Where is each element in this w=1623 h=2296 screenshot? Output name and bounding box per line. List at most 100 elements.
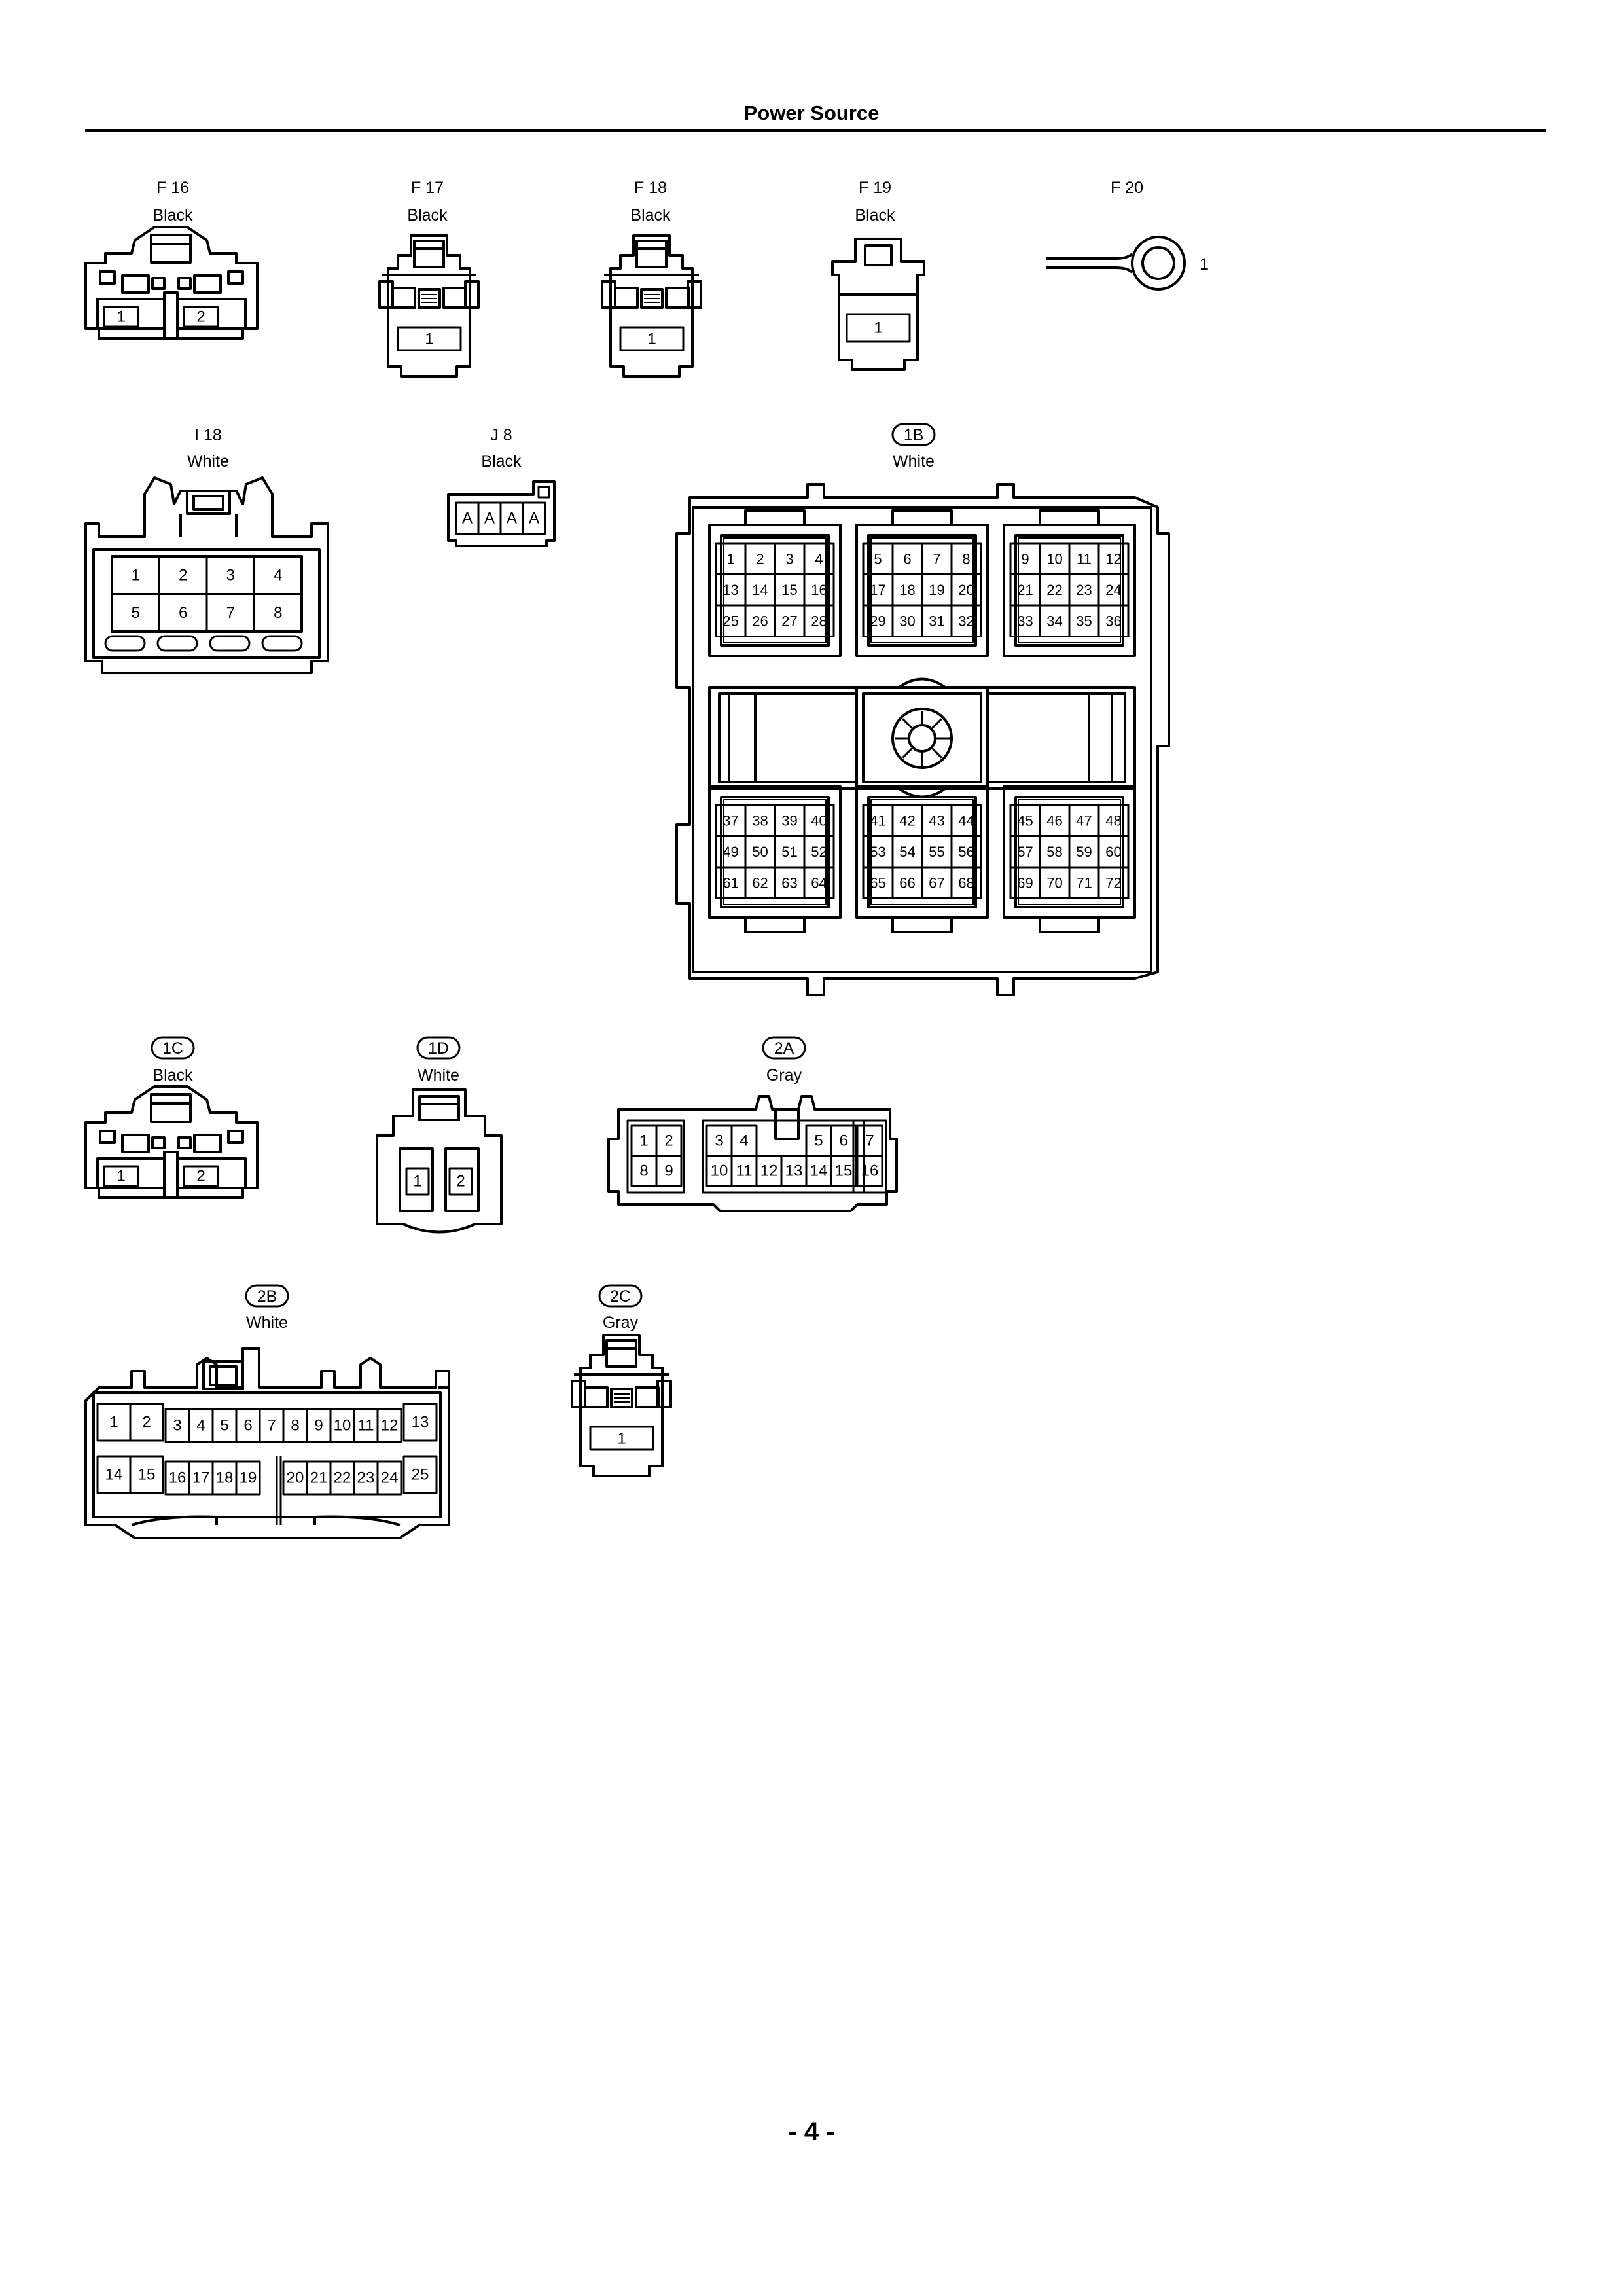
pin-label: 1: [647, 331, 656, 348]
pin-label: 10: [1046, 550, 1062, 567]
pin-label: 2: [142, 1414, 151, 1431]
pin-label: 18: [216, 1469, 234, 1487]
pin-label: 12: [381, 1417, 399, 1435]
connector-F20: 1: [1046, 236, 1209, 291]
connector-code-badge: 2B: [257, 1287, 277, 1306]
pin-label: 1: [1200, 255, 1209, 274]
pin-label: 12: [760, 1162, 778, 1180]
pin-label: 1: [116, 1168, 125, 1185]
connector-code-badge: 2A: [774, 1039, 794, 1058]
pin-label: 38: [752, 812, 768, 829]
connector-color: Black: [855, 206, 895, 224]
connector-code-badge: 2C: [610, 1287, 631, 1306]
connector-code: F 17: [411, 179, 444, 197]
pin-label: 7: [226, 604, 235, 622]
pin-label: 64: [811, 874, 827, 891]
pin-label: 42: [899, 812, 915, 829]
pin-label: 1: [617, 1430, 626, 1448]
pin-label: 13: [722, 582, 738, 598]
pin-label: 61: [722, 874, 738, 891]
pin-label: 14: [810, 1162, 828, 1180]
pin-label: 14: [752, 582, 768, 598]
connector-code: I 18: [194, 426, 222, 444]
pin-label: 5: [220, 1417, 228, 1435]
pin-label: 8: [639, 1162, 648, 1180]
pin-label: 54: [899, 844, 915, 860]
pin-label: 40: [811, 812, 827, 829]
pin-label: 58: [1046, 844, 1062, 860]
connector-code-badge: 1D: [428, 1039, 449, 1058]
pin-label: 15: [138, 1466, 156, 1484]
pin-label: 46: [1046, 812, 1062, 829]
pin-label: A: [529, 510, 539, 528]
connector-color: White: [418, 1066, 459, 1085]
pin-label: A: [484, 510, 495, 528]
pin-label: 51: [781, 844, 797, 860]
pin-label: 17: [192, 1469, 210, 1487]
pin-label: 36: [1105, 613, 1121, 629]
pin-label: 34: [1046, 613, 1062, 629]
pin-label: 1: [726, 550, 734, 567]
pin-label: 4: [740, 1132, 748, 1150]
pin-label: 19: [929, 582, 944, 598]
pin-label: 2: [196, 308, 205, 326]
pin-label: 9: [664, 1162, 673, 1180]
connector-code: J 8: [490, 426, 512, 444]
pin-label: 1: [874, 319, 882, 337]
connector-C2: 1: [571, 1334, 672, 1477]
pin-label: 14: [105, 1466, 123, 1484]
pin-label: 22: [334, 1469, 351, 1487]
pin-label: 11: [1077, 550, 1092, 567]
pin-label: 4: [815, 550, 823, 567]
connector-color: Black: [152, 1066, 193, 1085]
pin-label: 55: [929, 844, 944, 860]
pin-label: 8: [291, 1417, 299, 1435]
connector-label-F20: F 20: [1111, 179, 1143, 197]
pin-label: 9: [314, 1417, 323, 1435]
page-title: Power Source: [743, 101, 880, 124]
pin-label: 23: [357, 1469, 375, 1487]
pin-label: 25: [412, 1466, 429, 1484]
connector-F17: 1: [378, 234, 480, 378]
connector-color: Black: [152, 206, 193, 224]
pin-label: 10: [334, 1417, 351, 1435]
pin-label: 19: [240, 1469, 257, 1487]
pin-label: 11: [358, 1417, 374, 1435]
pin-label: 18: [899, 582, 915, 598]
pin-label: 69: [1017, 874, 1033, 891]
connector-code: F 20: [1111, 179, 1143, 197]
pin-label: 5: [874, 550, 882, 567]
pin-label: 1: [413, 1173, 421, 1191]
pin-label: 3: [785, 550, 793, 567]
pin-label: 32: [958, 613, 974, 629]
pin-label: 2: [756, 550, 764, 567]
pin-label: 33: [1017, 613, 1033, 629]
pin-label: 15: [835, 1162, 853, 1180]
pin-label: 45: [1017, 812, 1033, 829]
pin-label: 52: [811, 844, 827, 860]
pin-label: 8: [962, 550, 970, 567]
pin-label: 59: [1076, 844, 1092, 860]
pin-label: 37: [722, 812, 738, 829]
pin-label: 6: [839, 1132, 847, 1150]
pin-label: 63: [781, 874, 797, 891]
pin-label: 1: [109, 1414, 118, 1431]
pin-label: 53: [870, 844, 885, 860]
pin-label: 62: [752, 874, 768, 891]
pin-label: 2: [179, 566, 187, 584]
pin-label: A: [462, 510, 473, 528]
pin-label: 24: [1105, 582, 1121, 598]
pin-label: 67: [929, 874, 944, 891]
